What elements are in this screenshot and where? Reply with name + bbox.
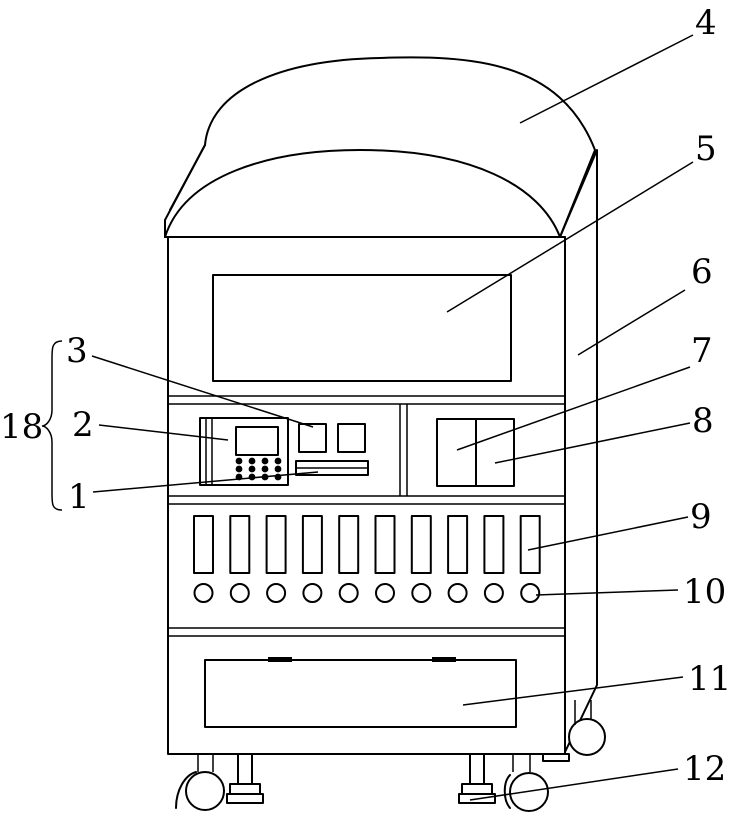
keypad-button — [262, 458, 269, 465]
slot-2 — [230, 516, 249, 573]
drawer-handle-right — [432, 657, 456, 662]
slot-row — [194, 516, 540, 573]
slot-7 — [412, 516, 431, 573]
keypad-unit — [200, 418, 288, 485]
display-window — [213, 275, 511, 381]
label-1: 1 — [68, 477, 90, 517]
keypad-screen — [236, 427, 278, 455]
knob-row — [195, 584, 540, 602]
knob-8 — [449, 584, 467, 602]
knob-2 — [231, 584, 249, 602]
drawer-handle-left — [268, 657, 292, 662]
knob-3 — [267, 584, 285, 602]
label-9: 9 — [690, 497, 712, 537]
keypad-button — [236, 466, 243, 473]
slot-9 — [484, 516, 503, 573]
slot-5 — [339, 516, 358, 573]
drawer — [205, 657, 516, 727]
canopy — [165, 57, 595, 237]
cabinet-body — [168, 237, 565, 754]
label-8: 8 — [692, 401, 714, 441]
keypad-button — [275, 458, 282, 465]
knob-6 — [376, 584, 394, 602]
label-12: 12 — [683, 749, 726, 789]
label-5: 5 — [695, 129, 717, 169]
knob-7 — [412, 584, 430, 602]
wheels-and-feet — [176, 700, 605, 811]
knob-5 — [340, 584, 358, 602]
label-2: 2 — [72, 405, 94, 445]
label-6: 6 — [691, 252, 713, 292]
keypad-button — [249, 458, 256, 465]
small-screen-right — [338, 424, 365, 452]
slot-3 — [267, 516, 286, 573]
small-screen-left — [299, 424, 326, 452]
label-11: 11 — [688, 659, 731, 699]
slot-4 — [303, 516, 322, 573]
keypad-button — [236, 458, 243, 465]
knob-1 — [195, 584, 213, 602]
label-7: 7 — [691, 331, 713, 371]
keypad-button — [275, 466, 282, 473]
label-10: 10 — [683, 572, 726, 612]
label-3: 3 — [66, 331, 88, 371]
label-4: 4 — [695, 3, 717, 43]
slot-10 — [521, 516, 540, 573]
wheel-left — [186, 772, 224, 810]
slot-1 — [194, 516, 213, 573]
label-18: 18 — [0, 407, 43, 447]
slot-8 — [448, 516, 467, 573]
door-panel — [437, 419, 514, 486]
knob-10 — [521, 584, 539, 602]
knob-9 — [485, 584, 503, 602]
knob-4 — [303, 584, 321, 602]
wheel-right — [510, 773, 548, 811]
slot-6 — [376, 516, 395, 573]
keypad-button — [262, 466, 269, 473]
keypad-button — [249, 466, 256, 473]
